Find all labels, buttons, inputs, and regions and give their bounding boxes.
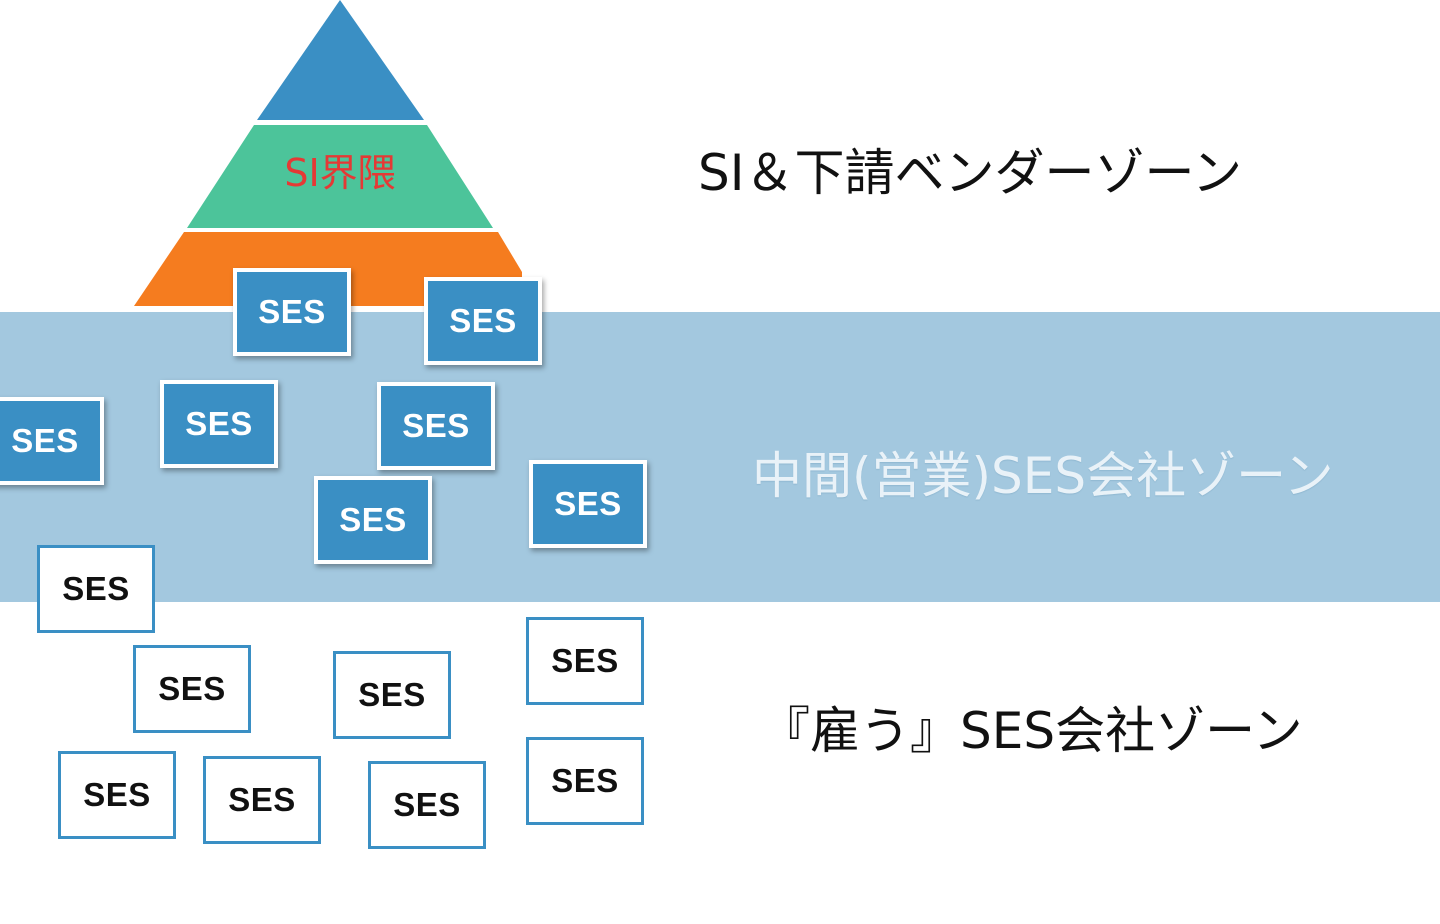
ses-box: SES — [37, 545, 155, 633]
ses-box: SES — [526, 617, 644, 705]
zone-label-top: SI＆下請ベンダーゾーン — [698, 144, 1242, 202]
zone-label-bottom: 『雇う』SES会社ゾーン — [760, 702, 1303, 760]
zone-label-middle: 中間(営業)SES会社ゾーン — [752, 447, 1334, 505]
ses-box: SES — [377, 382, 495, 470]
pyramid-label: SI界隈 — [284, 151, 396, 195]
ses-box: SES — [203, 756, 321, 844]
ses-box: SES — [529, 460, 647, 548]
ses-box: SES — [333, 651, 451, 739]
pyramid-middle-tier — [187, 125, 493, 228]
ses-box: SES — [133, 645, 251, 733]
ses-box: SES — [424, 277, 542, 365]
ses-box: SES — [368, 761, 486, 849]
ses-box: SES — [0, 397, 104, 485]
ses-box: SES — [526, 737, 644, 825]
ses-box: SES — [233, 268, 351, 356]
pyramid-top-tier — [257, 0, 424, 120]
ses-box: SES — [314, 476, 432, 564]
ses-box: SES — [160, 380, 278, 468]
ses-box: SES — [58, 751, 176, 839]
